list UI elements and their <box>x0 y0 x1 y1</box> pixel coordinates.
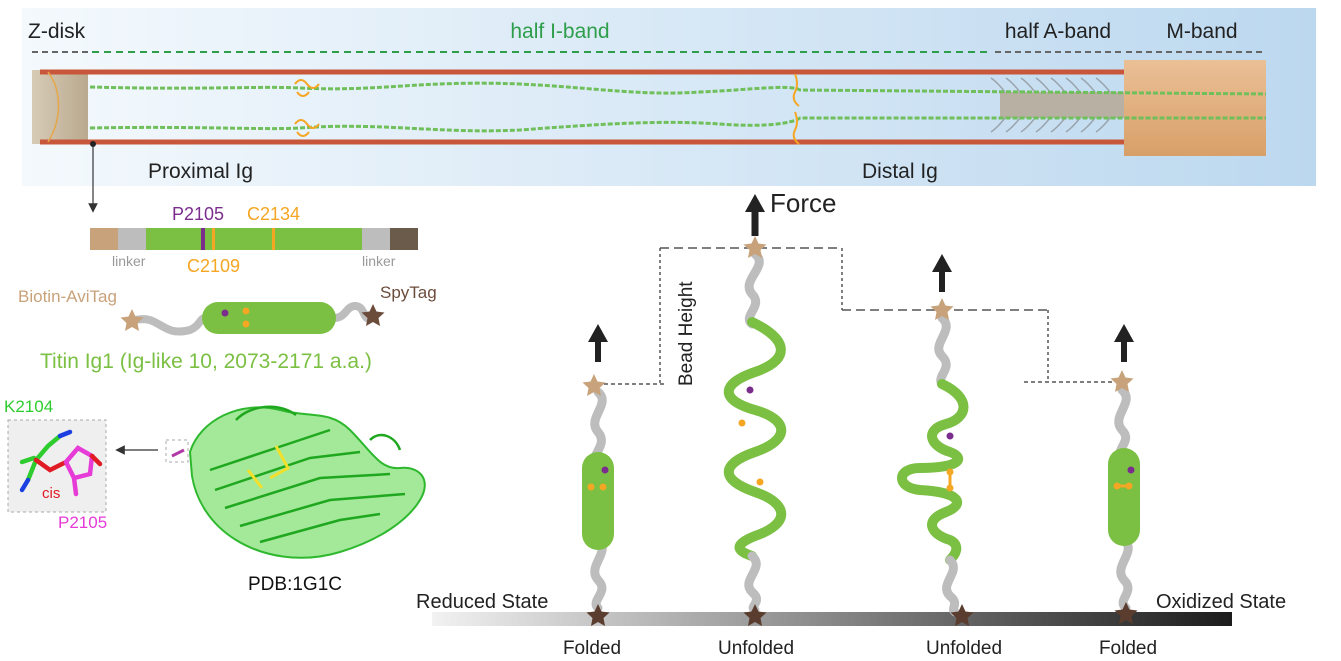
avitag-segment <box>90 228 118 250</box>
redox-gradient <box>432 612 1232 626</box>
state-label-4: Folded <box>1099 638 1157 659</box>
state-label-3: Unfolded <box>926 638 1002 659</box>
reduced-label: Reduced State <box>416 591 548 613</box>
anchor-star-1 <box>586 604 610 626</box>
molecule-folded-oxidized <box>1108 324 1140 624</box>
c2109-label: C2109 <box>187 256 240 276</box>
titin-strand-top <box>89 81 1267 96</box>
aband-label: half A-band <box>1005 20 1111 43</box>
titin-strand-bottom <box>89 116 1266 133</box>
c2134-mark <box>272 228 275 250</box>
p2105-structure-label: P2105 <box>58 513 107 532</box>
p2105-label: P2105 <box>172 204 224 224</box>
structure-inset: K2104 cis P2105 <box>4 397 426 595</box>
force-arrow <box>745 194 765 236</box>
linker-left-label: linker <box>112 253 146 269</box>
beta-strands <box>209 405 406 544</box>
connector-dot <box>90 141 96 147</box>
linker-right-label: linker <box>362 253 396 269</box>
ig-domain-segment <box>146 228 362 250</box>
bead-star-2 <box>743 236 767 258</box>
mband-label: M-band <box>1166 20 1237 43</box>
anchor-star-3 <box>950 604 974 626</box>
state-label-2: Unfolded <box>718 638 794 659</box>
force-panel: Reduced State Oxidized State Force Bead … <box>416 188 1286 659</box>
spytag-segment <box>390 228 418 250</box>
construct-bar <box>90 228 418 250</box>
ig-clusters <box>294 73 800 145</box>
zoom-residue <box>171 448 185 458</box>
zdisk-block <box>32 70 88 144</box>
cis-label: cis <box>42 485 60 502</box>
zoom-box <box>165 439 189 463</box>
cys-dot-2 <box>242 320 250 328</box>
disulfide-bond <box>246 445 291 489</box>
spytag-star <box>361 304 385 326</box>
titin-label: Titin Ig1 (Ig-like 10, 2073-2171 a.a.) <box>40 350 372 373</box>
ig-domain-capsule <box>202 302 336 334</box>
pdb-label: PDB:1G1C <box>248 574 342 595</box>
zdisk-anchor <box>47 71 60 143</box>
molecule-unfolded-1 <box>723 236 787 626</box>
thick-filament <box>1000 92 1130 118</box>
cys-dot-1 <box>242 307 250 315</box>
bead-star-4 <box>1110 370 1134 392</box>
protein-cartoon <box>188 405 426 559</box>
state-label-1: Folded <box>563 638 621 659</box>
myosin-heads <box>990 77 1111 133</box>
anchor-star-4 <box>1114 602 1138 624</box>
linker-left-segment <box>118 228 146 250</box>
linker-right-segment <box>362 228 390 250</box>
molecule-unfolded-2 <box>897 254 974 626</box>
sarcomere-panel: Z-disk half I-band half A-band M-band <box>22 8 1316 186</box>
force-label: Force <box>770 188 836 218</box>
bead-star-3 <box>930 298 954 320</box>
bead-star-1 <box>582 374 606 396</box>
c2109-mark <box>212 228 215 250</box>
p2105-mark <box>201 228 205 250</box>
biotin-label: Biotin-AviTag <box>18 287 117 306</box>
iband-label: half I-band <box>510 20 609 43</box>
linker-right-wave <box>330 301 376 323</box>
molecule-folded-reduced <box>582 324 614 626</box>
residue-sticks <box>19 429 103 497</box>
p2105-dot <box>221 309 229 317</box>
k2104-label: K2104 <box>4 397 53 416</box>
distal-label: Distal Ig <box>862 160 938 183</box>
bead-height-label: Bead Height <box>676 281 697 386</box>
proximal-label: Proximal Ig <box>148 160 253 183</box>
anchor-star-2 <box>743 604 767 626</box>
spytag-label: SpyTag <box>380 283 437 302</box>
c2134-label: C2134 <box>247 204 300 224</box>
mband-block <box>1124 60 1266 156</box>
linker-left-wave <box>128 314 209 336</box>
zdisk-label: Z-disk <box>28 20 86 43</box>
oxidized-label: Oxidized State <box>1156 591 1286 613</box>
construct-schematic <box>120 301 385 336</box>
biotin-star <box>120 309 144 331</box>
